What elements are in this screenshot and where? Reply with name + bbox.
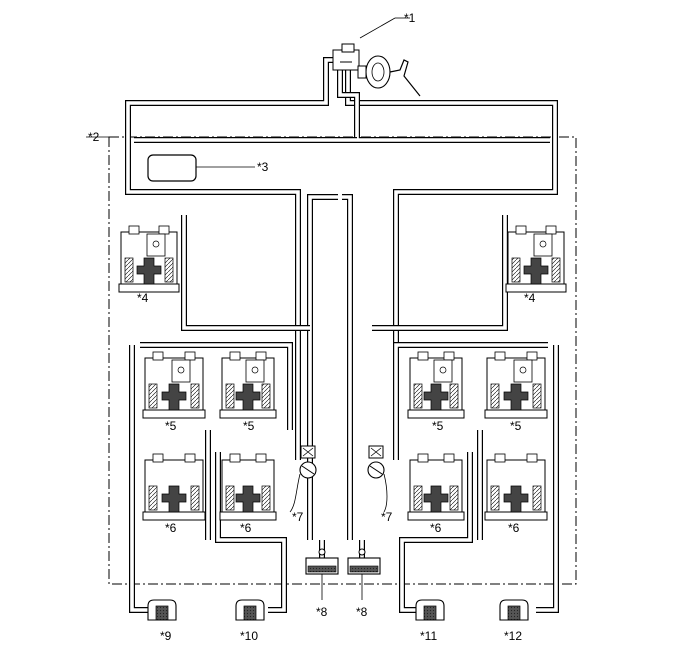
label-4-left: *4 <box>137 291 149 305</box>
master-cut-valve-left <box>118 225 180 293</box>
label-6-d: *6 <box>508 521 520 535</box>
pump-motor-left <box>289 445 317 513</box>
label-11: *11 <box>420 629 437 643</box>
reservoir-left <box>305 548 339 600</box>
reduction-valve-3 <box>407 453 465 521</box>
reservoir-right <box>347 548 381 600</box>
holding-valve-3 <box>407 351 465 419</box>
label-1: *1 <box>404 11 416 25</box>
holding-valve-1 <box>142 351 206 419</box>
reduction-valve-4 <box>484 453 548 521</box>
label-2: *2 <box>88 130 100 144</box>
actuator-boundary <box>108 136 577 585</box>
holding-valve-2 <box>219 351 277 419</box>
master-cut-valve-right <box>505 225 567 293</box>
label-9: *9 <box>160 629 172 643</box>
pump-motor-right <box>367 445 388 513</box>
reduction-valve-1 <box>142 453 206 521</box>
label-5-a: *5 <box>165 419 177 433</box>
label-5-c: *5 <box>432 419 444 433</box>
label-8-right: *8 <box>356 605 368 619</box>
label-7-left: *7 <box>292 510 304 524</box>
label-5-d: *5 <box>510 419 522 433</box>
master-cylinder-assembly <box>332 17 421 97</box>
wheel-cylinder-9 <box>147 599 177 621</box>
label-5-b: *5 <box>243 419 255 433</box>
label-4-right: *4 <box>524 291 536 305</box>
label-6-b: *6 <box>240 521 252 535</box>
actuator-ecu-box <box>147 154 197 182</box>
label-8-left: *8 <box>316 605 328 619</box>
holding-valve-4 <box>484 351 548 419</box>
label-7-right: *7 <box>381 510 393 524</box>
label-3: *3 <box>257 160 269 174</box>
callout-labels: *1 *2 *3 *4 *4 *5 *5 *5 *5 *6 *6 *6 *6 *… <box>88 11 536 643</box>
brake-pipe-network <box>125 57 559 613</box>
label-12: *12 <box>504 629 522 643</box>
wheel-cylinder-10 <box>235 599 265 621</box>
label-6-a: *6 <box>165 521 177 535</box>
wheel-cylinder-12 <box>499 599 529 621</box>
label-6-c: *6 <box>430 521 442 535</box>
reduction-valve-2 <box>219 453 277 521</box>
leader-lines <box>86 17 410 138</box>
solenoid-valve-group <box>118 225 567 521</box>
label-10: *10 <box>240 629 258 643</box>
wheel-caliper-group <box>147 599 529 621</box>
wheel-cylinder-11 <box>415 599 445 621</box>
